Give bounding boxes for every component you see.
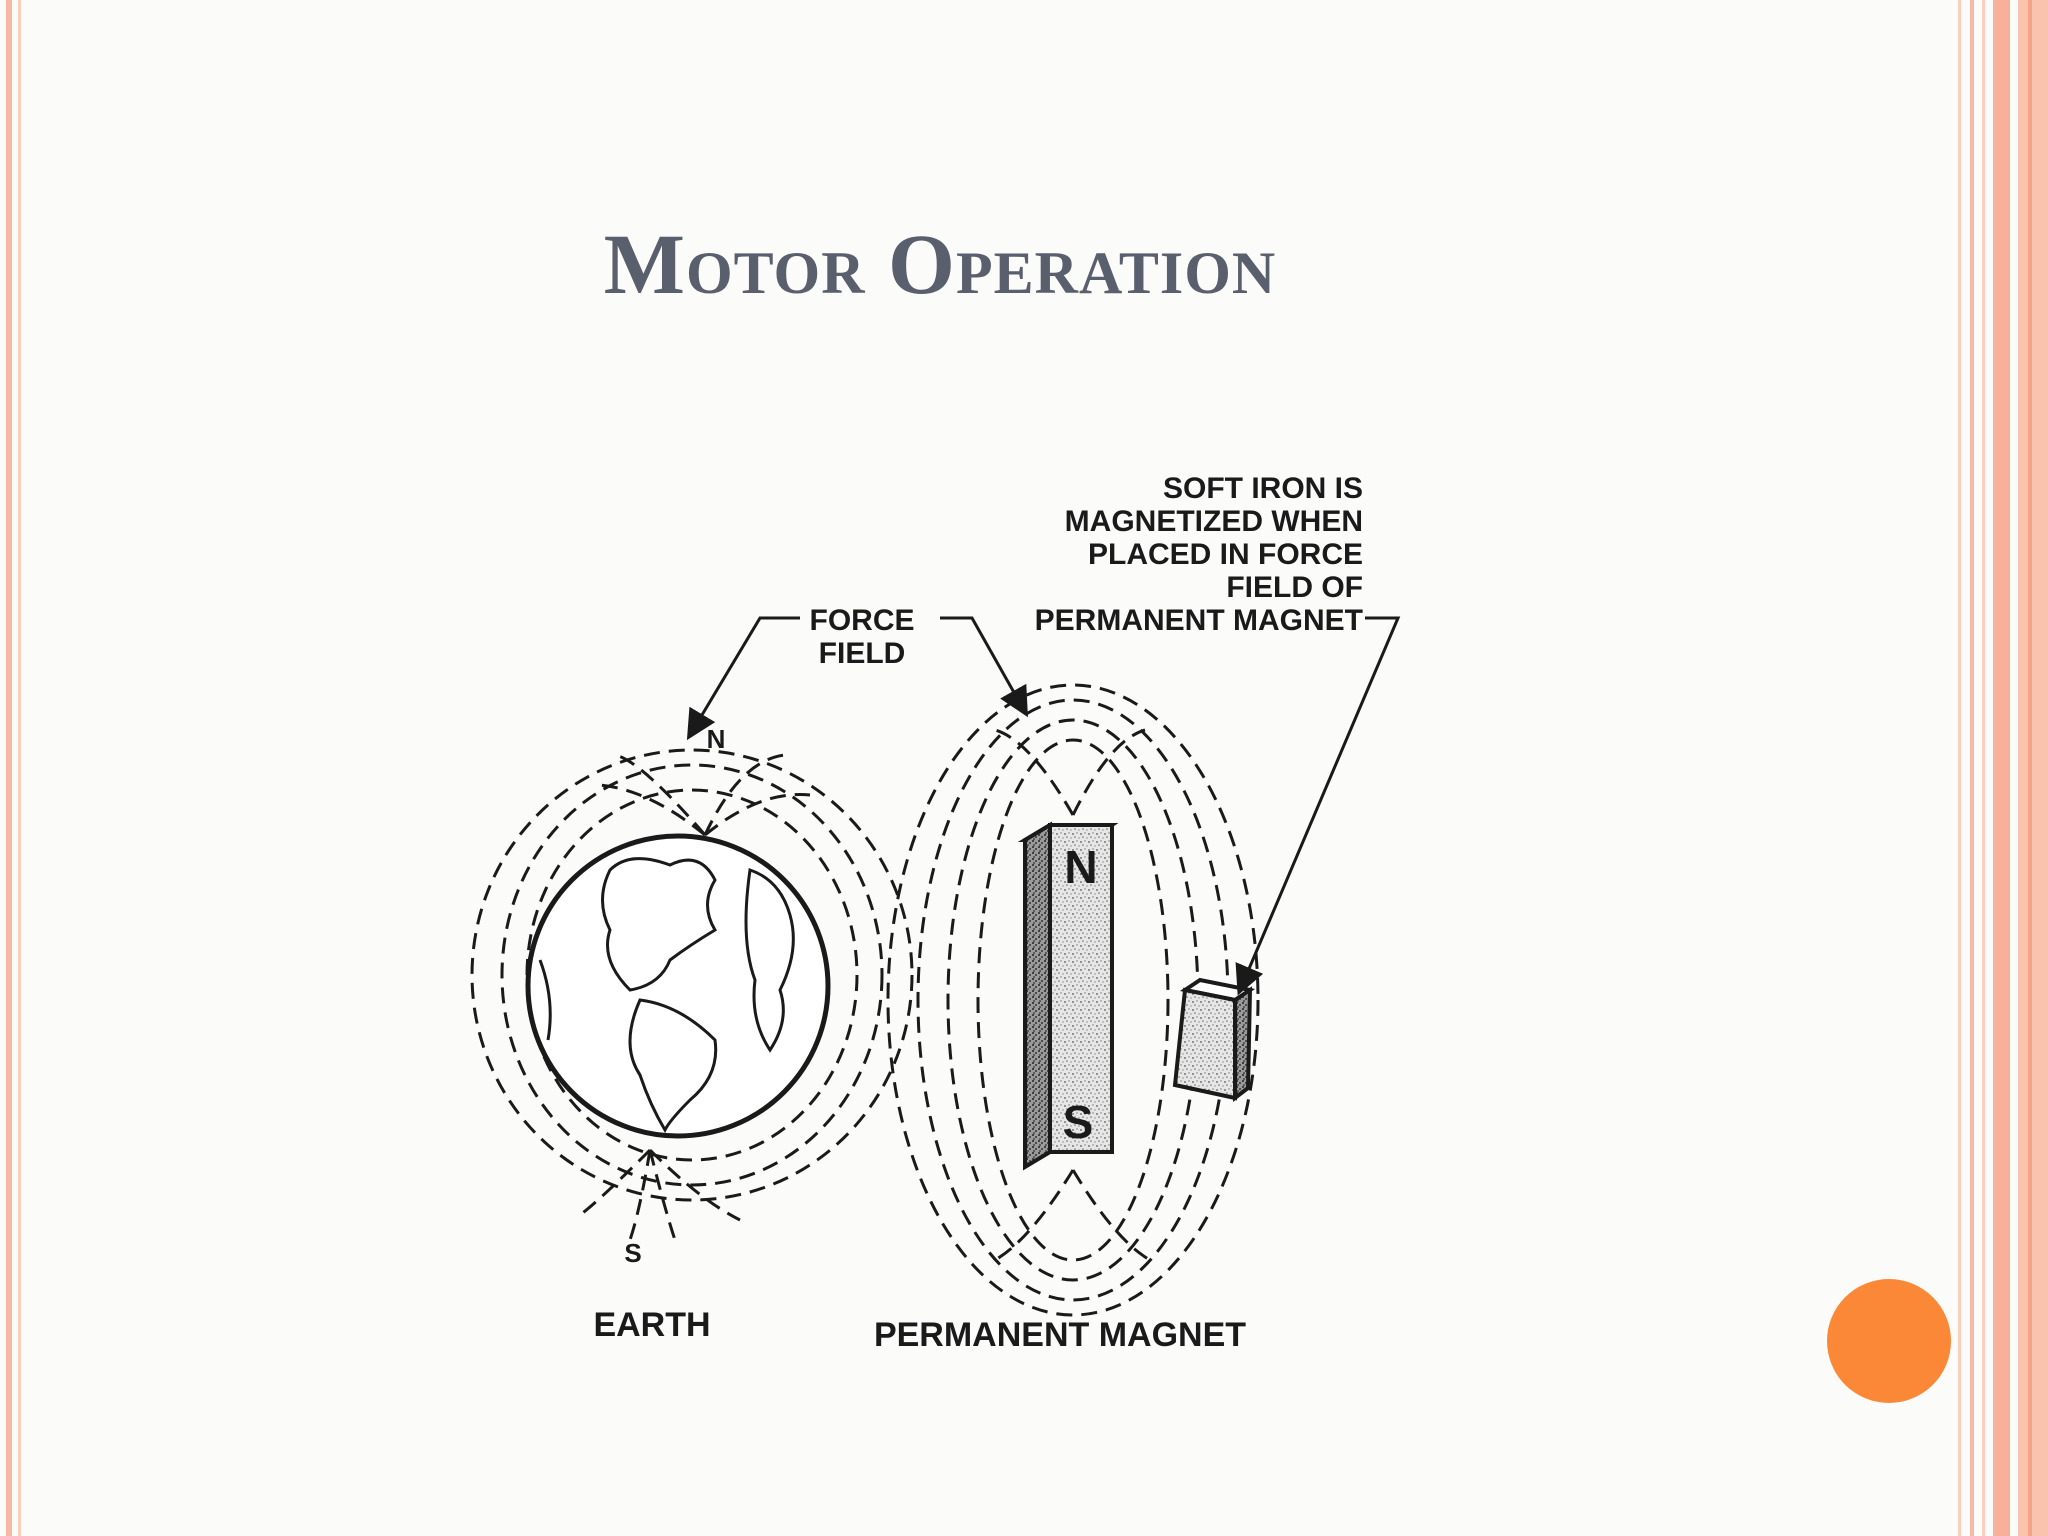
slide-frame-right (1970, 0, 1974, 1536)
force-field-label: FORCE FIELD (810, 604, 915, 670)
earth-north-label: N (707, 724, 726, 754)
earth-field-lines (470, 748, 914, 1241)
slide-title: Motor Operation (603, 216, 1277, 312)
earth-globe-icon (525, 833, 831, 1139)
soft-iron-block (1172, 977, 1256, 1103)
bar-magnet: N S (1017, 821, 1119, 1171)
svg-text:FIELD OF: FIELD OF (1226, 571, 1363, 604)
svg-text:FORCE: FORCE (810, 604, 915, 637)
slide-frame-right (2018, 0, 2048, 1536)
magnet-south-label: S (1063, 1096, 1094, 1148)
earth-label: EARTH (593, 1306, 710, 1344)
magnet-north-label: N (1064, 841, 1097, 893)
svg-text:MAGNETIZED WHEN: MAGNETIZED WHEN (1065, 505, 1363, 538)
svg-text:PLACED IN FORCE: PLACED IN FORCE (1088, 538, 1363, 571)
permanent-magnet-label: PERMANENT MAGNET (874, 1316, 1246, 1354)
slide-frame-right (1982, 0, 1985, 1536)
slide-frame-right (1958, 0, 1961, 1536)
slide-frame-left (6, 0, 12, 1536)
svg-text:SOFT IRON IS: SOFT IRON IS (1163, 472, 1363, 505)
svg-text:PERMANENT MAGNET: PERMANENT MAGNET (1035, 604, 1363, 637)
slide-frame-left-inner (18, 0, 21, 1536)
soft-iron-label: SOFT IRON IS MAGNETIZED WHEN PLACED IN F… (1035, 472, 1363, 637)
svg-text:FIELD: FIELD (819, 637, 906, 670)
slide-frame-right (2028, 0, 2032, 1536)
accent-circle (1827, 1279, 1951, 1403)
earth-south-label: S (624, 1238, 641, 1268)
slide-frame-right (1993, 0, 2010, 1536)
leader-lines (686, 616, 1401, 996)
